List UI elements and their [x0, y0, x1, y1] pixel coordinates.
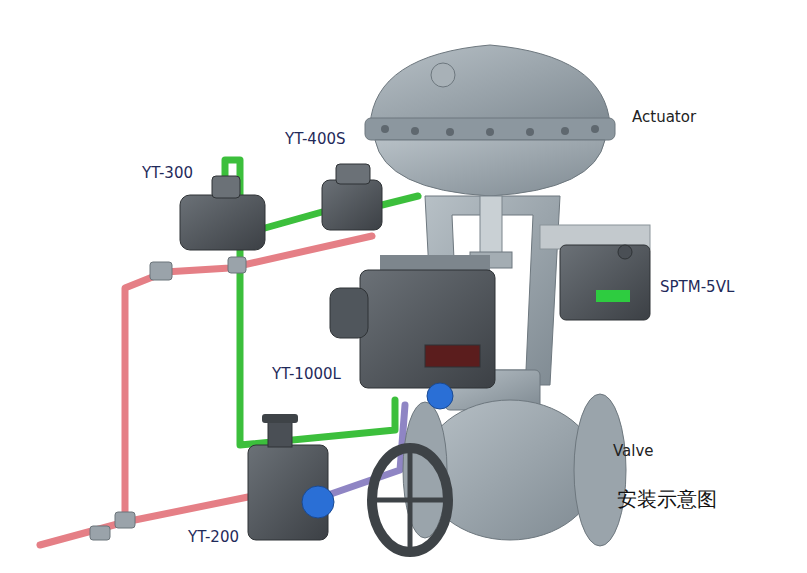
- bolt: [561, 127, 569, 135]
- stem: [480, 196, 502, 256]
- caption: 安装示意图: [617, 486, 717, 513]
- part-name: YT-1000L: [272, 365, 341, 383]
- part-name: SPTM-5VL: [660, 278, 734, 296]
- red-pipe: [40, 497, 248, 545]
- valve-flange: [574, 394, 626, 546]
- booster-cap: [336, 164, 370, 184]
- status-display: [596, 290, 630, 302]
- limit-switch-box: [560, 245, 650, 320]
- green-pipe: [265, 212, 322, 228]
- part-name: YT-400S: [285, 130, 346, 148]
- regulator-body: [180, 195, 265, 250]
- bolt: [486, 128, 494, 136]
- actuator-flange: [365, 118, 615, 140]
- part-name: Actuator: [632, 108, 696, 126]
- green-pipe: [382, 196, 418, 205]
- pressure-gauge: [427, 383, 453, 409]
- bolt: [381, 125, 389, 133]
- regulator-cap: [212, 176, 240, 198]
- actuator-lower: [375, 140, 605, 196]
- adjust-handle: [262, 414, 298, 423]
- bolt: [446, 128, 454, 136]
- bolt: [526, 128, 534, 136]
- pressure-gauge: [302, 486, 334, 518]
- actuator-knob: [431, 63, 455, 87]
- pipe-fitting: [150, 262, 172, 280]
- bolt: [591, 125, 599, 133]
- pipe-fitting: [90, 526, 110, 540]
- handwheel: [372, 448, 448, 552]
- pipe-fitting: [228, 257, 246, 273]
- pipe-fitting: [115, 512, 135, 528]
- nameplate: [425, 345, 480, 367]
- bolt: [411, 127, 419, 135]
- positioner-side: [330, 288, 368, 338]
- actuator-dome: [370, 45, 610, 125]
- part-name: YT-300: [142, 164, 193, 182]
- adjust-knob: [268, 422, 292, 447]
- positioner-body: [360, 270, 495, 388]
- cable-gland: [618, 245, 632, 259]
- booster-body: [322, 180, 382, 230]
- part-name: YT-200: [188, 528, 239, 546]
- part-name: Valve: [613, 442, 654, 460]
